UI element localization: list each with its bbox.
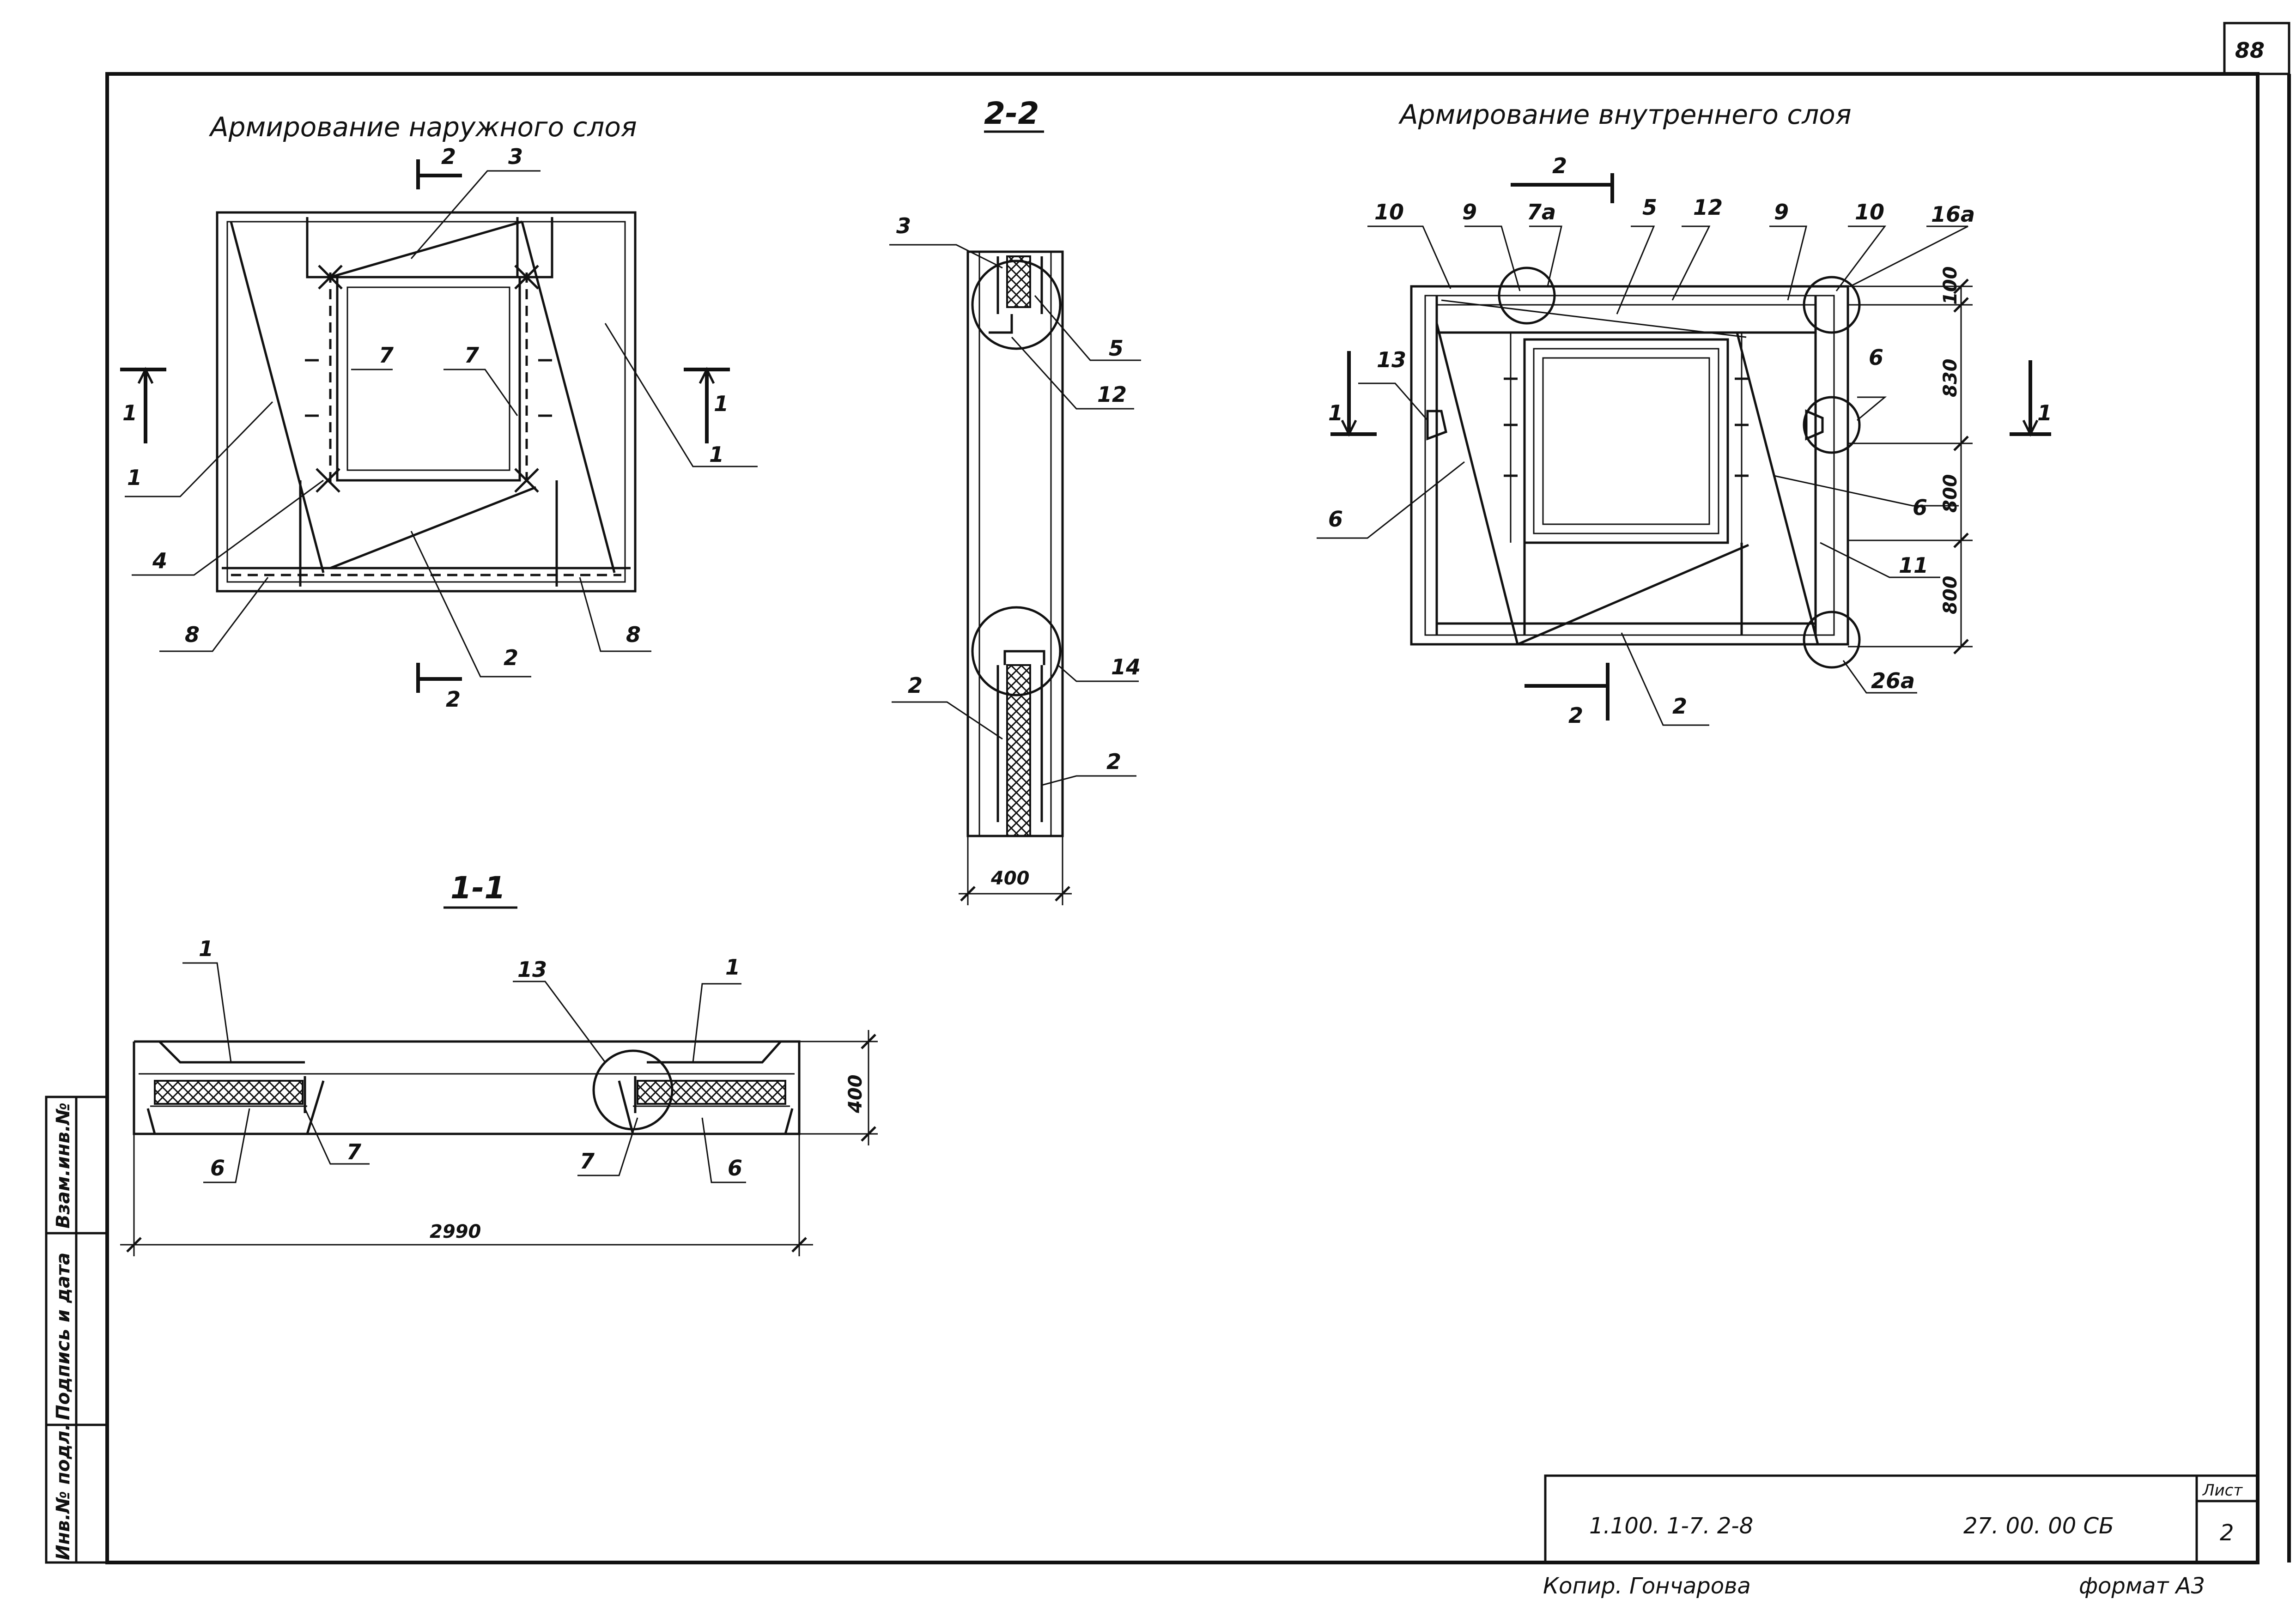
sec11-pos-6-left: 6 — [210, 1156, 225, 1181]
sec22-pos-5: 5 — [1109, 336, 1124, 361]
inner-pos-12: 12 — [1693, 195, 1723, 220]
outer-pos-1-left: 1 — [127, 465, 142, 490]
title-doc: 27. 00. 00 СБ — [1963, 1513, 2114, 1539]
sec22-pos-2-right: 2 — [1106, 749, 1121, 774]
title-list-label: Лист — [2202, 1481, 2243, 1500]
outer-pos-4: 4 — [152, 548, 167, 573]
outer-pos-2: 2 — [504, 645, 518, 670]
footer-copied: Копир. Гончарова — [1543, 1573, 1751, 1599]
inner-layer-title: Армирование внутреннего слоя — [1398, 99, 1852, 130]
stamp-podpis: Подпись и дата — [53, 1253, 74, 1420]
inner-cut1-right: 1 — [2037, 400, 2052, 425]
sec11-pos-13: 13 — [517, 957, 547, 982]
sec11-dim-2990: 2990 — [430, 1221, 481, 1242]
section-2-2-title: 2-2 — [984, 96, 1039, 131]
sec11-pos-7-left: 7 — [346, 1139, 361, 1164]
inner-layer-plan — [1317, 173, 2051, 726]
section-2-2-drawing — [889, 244, 1141, 905]
inner-cut2-top: 2 — [1552, 153, 1567, 178]
sec22-pos-14: 14 — [1111, 654, 1141, 679]
sec11-pos-1-right: 1 — [725, 955, 740, 980]
footer-format: формат А3 — [2079, 1573, 2205, 1599]
inner-pos-13: 13 — [1377, 347, 1406, 372]
inner-pos-26a: 26а — [1871, 668, 1915, 693]
sheet-frame — [105, 22, 2291, 1564]
outer-layer-title: Армирование наружного слоя — [208, 111, 637, 143]
side-stamp — [45, 1096, 109, 1564]
title-code: 1.100. 1-7. 2-8 — [1589, 1513, 1753, 1539]
inner-pos-2: 2 — [1672, 694, 1687, 719]
outer-pos-3: 3 — [508, 144, 523, 169]
outer-pos-7-right: 7 — [464, 343, 479, 368]
sec11-pos-1-left: 1 — [199, 936, 213, 961]
sec22-pos-2-left: 2 — [908, 673, 923, 698]
outer-cut2-top: 2 — [441, 144, 456, 169]
inner-pos-11: 11 — [1899, 553, 1928, 578]
section-1-1-title: 1-1 — [450, 870, 505, 906]
outer-pos-1-right: 1 — [709, 442, 724, 467]
inner-dim-100: 100 — [1940, 266, 1961, 305]
sec22-pos-12: 12 — [1097, 382, 1127, 407]
outer-pos-8-left: 8 — [185, 622, 200, 647]
stamp-inv-podl: Инв.№ подл. — [53, 1423, 74, 1560]
sec11-pos-6-right: 6 — [728, 1156, 742, 1181]
outer-cut1-left: 1 — [122, 400, 137, 425]
sec11-dim-400: 400 — [845, 1075, 866, 1114]
outer-cut2-bottom: 2 — [446, 687, 461, 712]
inner-pos-6-top: 6 — [1869, 345, 1883, 370]
inner-pos-9-right: 9 — [1774, 200, 1789, 224]
sec22-dim-400: 400 — [990, 868, 1030, 889]
inner-pos-9-left: 9 — [1462, 200, 1477, 224]
inner-cut1-left: 1 — [1328, 400, 1343, 425]
inner-pos-6-left: 6 — [1328, 507, 1343, 532]
inner-pos-16a: 16а — [1931, 202, 1975, 227]
inner-pos-5: 5 — [1642, 195, 1657, 220]
outer-layer-plan — [120, 159, 758, 693]
outer-pos-8-right: 8 — [626, 622, 641, 647]
inner-pos-10-left: 10 — [1374, 200, 1404, 224]
inner-pos-6-right: 6 — [1913, 495, 1927, 520]
inner-dim-800-a: 800 — [1940, 474, 1961, 513]
outer-cut1-right: 1 — [714, 391, 729, 416]
title-block — [1544, 1474, 2259, 1564]
inner-pos-7a: 7а — [1527, 200, 1556, 224]
section-1-1-drawing — [120, 962, 878, 1256]
outer-pos-7-left: 7 — [379, 343, 394, 368]
inner-pos-10-right: 10 — [1855, 200, 1884, 224]
inner-cut2-bottom: 2 — [1568, 703, 1583, 728]
sec11-pos-7-right: 7 — [580, 1149, 595, 1174]
title-list-num: 2 — [2220, 1520, 2234, 1546]
inner-dim-830: 830 — [1940, 359, 1961, 398]
sec22-pos-3: 3 — [896, 213, 911, 238]
inner-dim-800-b: 800 — [1940, 576, 1961, 615]
stamp-vzam: Взам.инв.№ — [53, 1102, 74, 1229]
sheet-number: 88 — [2235, 38, 2265, 63]
